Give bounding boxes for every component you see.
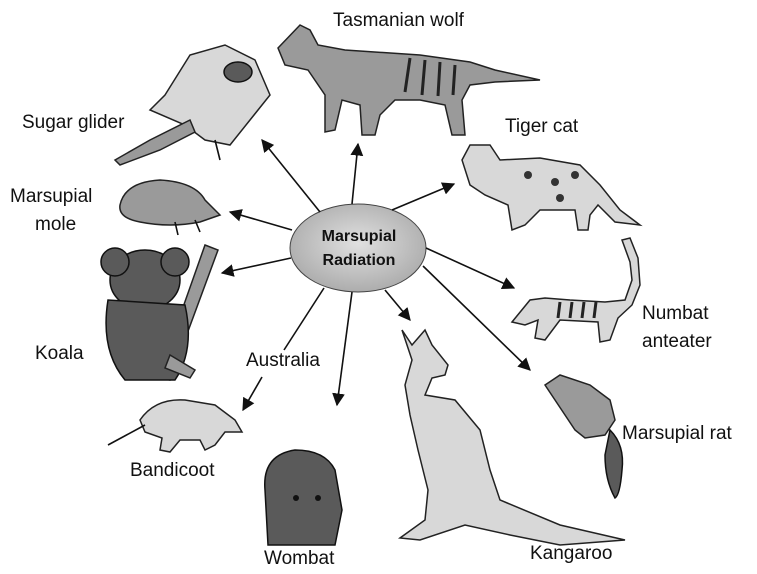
wombat-illustration [265, 450, 342, 545]
arrow-to-tiger-cat [392, 184, 454, 210]
arrow-to-bandicoot-lower [243, 377, 262, 410]
label-numbat-line2: anteater [642, 331, 712, 353]
label-tasmanian-wolf: Tasmanian wolf [333, 10, 464, 32]
label-marsupial-mole-line2: mole [35, 214, 76, 236]
label-marsupial-mole-line1: Marsupial [10, 186, 92, 208]
arrow-to-wombat [337, 292, 352, 405]
tasmanian-wolf-illustration [278, 25, 540, 135]
label-koala: Koala [35, 343, 84, 365]
label-marsupial-rat: Marsupial rat [622, 423, 732, 445]
marsupial-mole-illustration [120, 180, 220, 235]
bandicoot-illustration [108, 400, 242, 452]
arrow-to-sugar-glider [262, 140, 320, 212]
marsupial-rat-illustration [545, 375, 623, 498]
arrow-to-koala [222, 258, 291, 273]
label-wombat: Wombat [264, 548, 334, 570]
label-tiger-cat: Tiger cat [505, 116, 578, 138]
tiger-cat-illustration [462, 145, 640, 230]
center-label: Marsupial Radiation [294, 225, 424, 273]
label-bandicoot: Bandicoot [130, 460, 215, 482]
numbat-illustration [512, 238, 640, 342]
center-label-line2: Radiation [294, 249, 424, 273]
label-australia: Australia [246, 350, 320, 372]
arrow-to-kangaroo [385, 290, 410, 320]
arrow-to-marsupial-mole [230, 212, 292, 230]
label-numbat-line1: Numbat [642, 303, 709, 325]
arrow-to-bandicoot [284, 288, 324, 350]
koala-illustration [101, 245, 218, 380]
label-sugar-glider: Sugar glider [22, 112, 124, 134]
label-kangaroo: Kangaroo [530, 543, 612, 565]
center-label-line1: Marsupial [294, 225, 424, 249]
arrow-to-tasmanian-wolf [352, 144, 358, 204]
sugar-glider-illustration [115, 45, 270, 165]
